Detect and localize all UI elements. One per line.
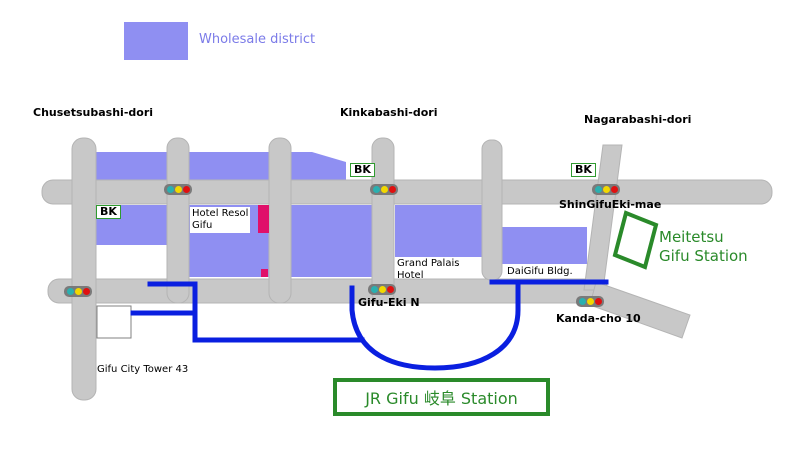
district-block-daigifu (502, 227, 587, 264)
daigifu-label: DaiGifu Bldg. (507, 266, 573, 277)
street-label-chusetsubashi: Chusetsubashi-dori (33, 106, 154, 119)
street-label-nagarabashi: Nagarabashi-dori (584, 113, 692, 126)
road-upper-main (41, 179, 773, 205)
bank-label: BK (571, 163, 596, 177)
meitetsu-station-label: Meitetsu Gifu Station (659, 228, 748, 266)
hotel-resol-label-line2: Gifu (192, 220, 213, 231)
road-vertical-3 (268, 137, 292, 304)
district-block-top (96, 152, 346, 180)
hotel-resol-label: Hotel Resol Gifu (190, 207, 251, 233)
road-kinkabashi (371, 137, 395, 304)
legend-swatch (124, 22, 188, 60)
grand-palais-label: Grand Palais Hotel (395, 257, 461, 283)
route-station-loop (349, 281, 521, 371)
intersection-label-shingifu: ShinGifuEki-mae (559, 198, 662, 211)
road-vertical-2 (166, 137, 190, 304)
traffic-light-icon (370, 184, 398, 195)
intersection-label-gifu-eki-n: Gifu-Eki N (358, 296, 420, 309)
traffic-light-icon (368, 284, 396, 295)
road-chusetsubashi (71, 137, 97, 401)
district-block-grand-palais (395, 205, 483, 257)
wholesale-district-areas (96, 152, 587, 277)
city-tower-building (96, 305, 132, 339)
traffic-light-icon (64, 286, 92, 297)
bank-label: BK (350, 163, 375, 177)
legend-label: Wholesale district (199, 32, 316, 47)
bank-label: BK (96, 205, 121, 219)
hotel-resol-label-line1: Hotel Resol (192, 208, 249, 219)
meitetsu-label-line2: Gifu Station (659, 247, 748, 265)
hotel-resol-marker-small (261, 269, 268, 277)
traffic-light-icon (576, 296, 604, 307)
road-diagonal-east (589, 281, 691, 339)
hotel-resol-marker (258, 205, 269, 233)
street-label-kinkabashi: Kinkabashi-dori (340, 106, 438, 119)
intersection-label-kanda-cho: Kanda-cho 10 (556, 312, 641, 325)
traffic-light-icon (164, 184, 192, 195)
traffic-light-icon (592, 184, 620, 195)
district-block-center (291, 205, 373, 277)
meitetsu-label-line1: Meitetsu (659, 228, 724, 246)
jr-gifu-station-label: JR Gifu 岐阜 Station (333, 378, 550, 416)
walking-routes (130, 279, 609, 371)
road-vertical-5 (481, 139, 503, 281)
meitetsu-station-building (612, 210, 659, 270)
grand-palais-label-line2: Hotel (397, 270, 424, 281)
grand-palais-label-line1: Grand Palais (397, 258, 460, 269)
city-tower-label: Gifu City Tower 43 (97, 364, 189, 375)
